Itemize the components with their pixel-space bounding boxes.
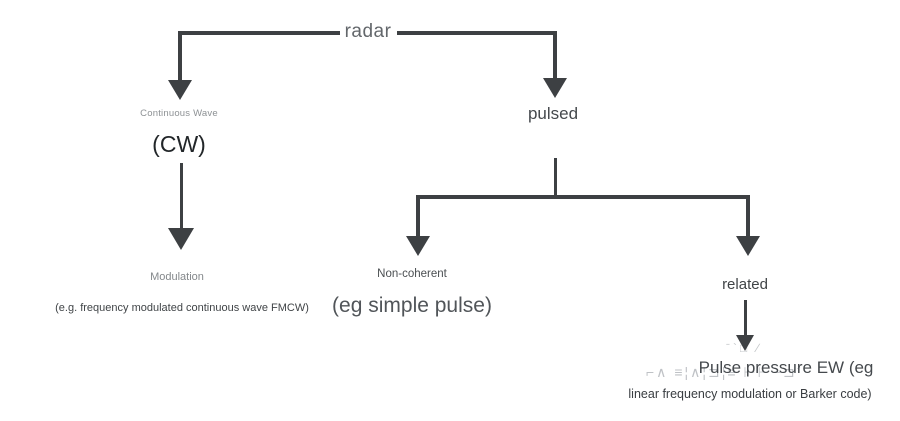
node-pulsed: pulsed: [527, 104, 579, 123]
connector-pulsed-right-vertical: [746, 195, 750, 237]
node-modulation-example: (e.g. frequency modulated continuous wav…: [55, 302, 309, 314]
connector-root-left-vertical: [178, 31, 182, 80]
node-radar: radar: [344, 21, 392, 42]
connector-root-left-horizontal: [178, 31, 340, 35]
connector-cw-modulation: [180, 163, 183, 229]
connector-root-right-horizontal: [397, 31, 555, 35]
connector-related-child: [744, 300, 747, 336]
node-noncoherent-example: (eg simple pulse): [332, 294, 492, 317]
arrow-down-icon-pulsed: [543, 78, 567, 98]
node-pulse-pressure: Pulse pressure EW (eg: [698, 358, 874, 377]
connector-pulsed-horizontal: [416, 195, 750, 199]
node-related: related: [722, 276, 768, 293]
connector-root-right-vertical: [553, 31, 557, 78]
node-noncoherent: Non-coherent: [377, 268, 447, 280]
arrow-down-icon-noncoherent: [406, 236, 430, 256]
connector-pulsed-stub: [554, 158, 557, 197]
node-cw-abbreviation: (CW): [152, 131, 206, 157]
watermark-fragment-middle: ⌐∧ ≡¦∧¦⊐¦≡ ⊢⊦ −⊐´: [646, 364, 804, 380]
connector-pulsed-left-vertical: [416, 195, 420, 237]
node-modulation: Modulation: [150, 271, 204, 283]
arrow-down-icon-pulse-pressure: [736, 335, 754, 351]
arrow-down-icon-cw: [168, 80, 192, 100]
node-continuous-wave: Continuous Wave: [140, 108, 218, 119]
arrow-down-icon-related: [736, 236, 760, 256]
arrow-down-icon-modulation: [168, 228, 194, 250]
node-pulse-pressure-example: linear frequency modulation or Barker co…: [628, 387, 872, 401]
